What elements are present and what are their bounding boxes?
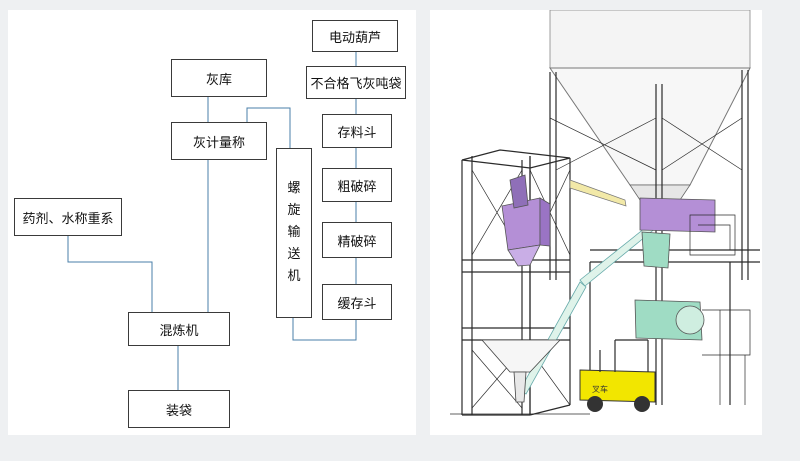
agent-water-scale-box: 药剂、水称重系	[14, 198, 122, 236]
fine-crusher-box: 精破碎	[322, 222, 392, 258]
screw-conveyor-box: 螺 旋 输 送 机	[276, 148, 312, 318]
screw-conveyor-char: 输	[287, 225, 301, 240]
left-tower	[450, 149, 590, 416]
equipment-illustration: 叉车	[450, 10, 760, 416]
ash-scale-box: 灰计量称	[171, 122, 267, 160]
screw-conveyor-char: 螺	[287, 181, 301, 196]
silo	[549, 10, 751, 201]
storage-hopper-box: 存料斗	[322, 114, 392, 148]
bagging-box: 装袋	[128, 390, 230, 428]
reject-ton-bag-box: 不合格飞灰吨袋	[306, 66, 406, 99]
ash-bin-box: 灰库	[171, 59, 267, 97]
fine-crusher-unit	[634, 299, 751, 405]
forklift: 叉车	[579, 339, 656, 412]
buffer-hopper-box: 缓存斗	[322, 284, 392, 320]
mixer-box: 混炼机	[128, 312, 230, 346]
coarse-crusher-box: 粗破碎	[322, 168, 392, 202]
silo-support-frame	[549, 70, 760, 405]
screw-conveyor-char: 机	[287, 269, 301, 284]
discharge-hopper	[481, 339, 561, 403]
forklift-label: 叉车	[592, 384, 608, 394]
screw-conveyor-char: 旋	[287, 203, 301, 218]
electric-hoist-box: 电动葫芦	[312, 20, 398, 52]
crusher-unit	[639, 197, 736, 269]
screw-conveyor-char: 送	[287, 247, 301, 262]
storage-hopper	[501, 174, 551, 267]
